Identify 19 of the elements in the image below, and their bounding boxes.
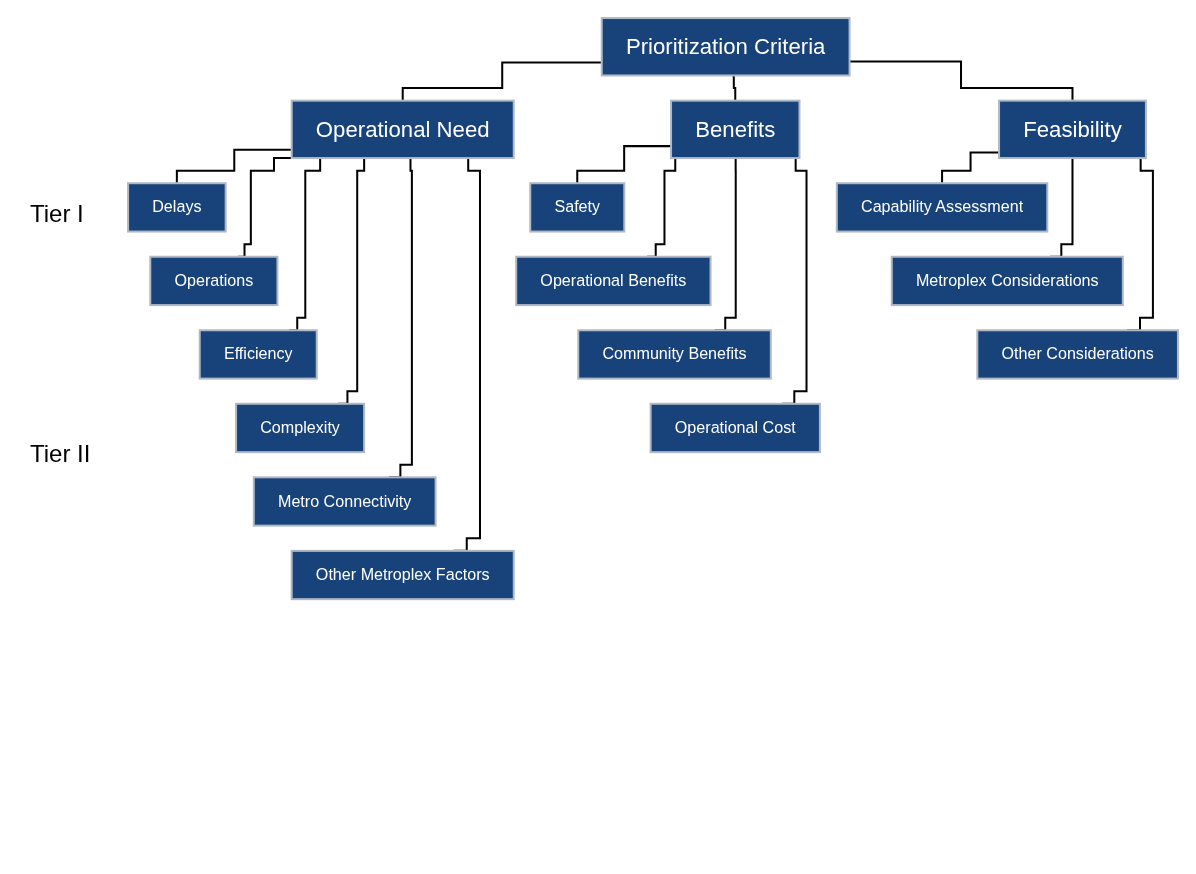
node-box: Prioritization Criteria [600, 17, 851, 77]
node-box: Capability Assessment [835, 182, 1049, 233]
node-box: Feasibility [998, 99, 1147, 160]
node-box: Metro Connectivity [252, 476, 437, 527]
node-box: Other Metroplex Factors [290, 549, 515, 601]
node-box: Efficiency [198, 329, 318, 380]
tier-label: Tier II [30, 440, 91, 468]
node-box: Operations [149, 255, 279, 307]
node-box: Metroplex Considerations [890, 255, 1124, 307]
node-box: Operational Need [290, 99, 515, 160]
node-box: Operational Cost [649, 402, 821, 454]
node-box: Benefits [670, 99, 801, 160]
node-box: Other Considerations [976, 329, 1179, 380]
node-box: Delays [127, 182, 227, 233]
node-box: Community Benefits [577, 329, 772, 380]
node-box: Safety [529, 182, 626, 233]
node-box: Complexity [235, 402, 366, 454]
node-box: Operational Benefits [515, 255, 712, 307]
tier-label: Tier I [30, 200, 84, 228]
